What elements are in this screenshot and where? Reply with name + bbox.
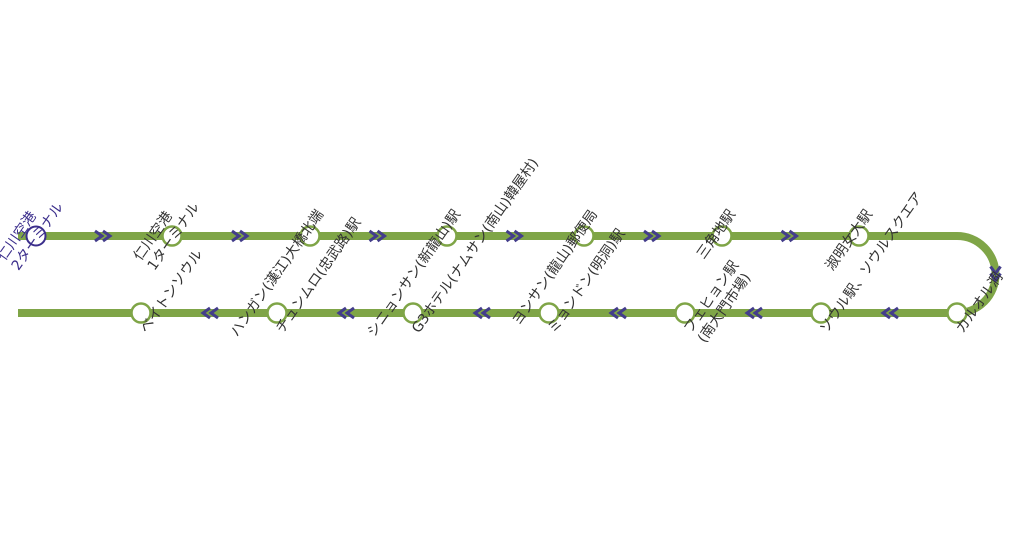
station-marker-myeongdong[interactable] xyxy=(538,302,560,324)
direction-arrow-icon xyxy=(200,306,219,320)
direction-arrow-icon xyxy=(505,229,525,243)
station-marker-sookmyung-univ[interactable] xyxy=(848,225,870,247)
direction-arrow-icon xyxy=(744,306,763,320)
station-marker-incheon-airport-t2[interactable] xyxy=(25,225,47,247)
station-marker-samgakji[interactable] xyxy=(711,225,733,247)
station-marker-yongsan-post-office[interactable] xyxy=(573,225,595,247)
station-marker-galwol-dong[interactable] xyxy=(946,302,968,324)
station-marker-chungmuro[interactable] xyxy=(266,302,288,324)
direction-arrow-icon xyxy=(368,229,388,243)
station-marker-hoehyeon[interactable] xyxy=(674,302,696,324)
station-marker-g3-hotel[interactable] xyxy=(402,302,424,324)
direction-arrow-icon xyxy=(336,306,355,320)
direction-arrow-icon xyxy=(989,265,1002,284)
stations xyxy=(25,225,968,324)
station-marker-hangang-bridge-north[interactable] xyxy=(299,225,321,247)
direction-arrow-icon xyxy=(94,229,113,243)
direction-arrow-icon xyxy=(231,229,250,243)
direction-arrow-icon xyxy=(608,306,627,320)
station-marker-incheon-airport-t1[interactable] xyxy=(161,225,183,247)
station-marker-baekton-seoul[interactable] xyxy=(130,302,152,324)
direction-arrow-icon xyxy=(880,306,899,320)
direction-arrow-icon xyxy=(643,229,662,243)
station-marker-seoul-station[interactable] xyxy=(810,302,832,324)
direction-arrows xyxy=(94,229,1002,320)
direction-arrow-icon xyxy=(780,229,800,243)
station-marker-sinyongsan[interactable] xyxy=(436,225,458,247)
direction-arrow-icon xyxy=(472,306,491,320)
